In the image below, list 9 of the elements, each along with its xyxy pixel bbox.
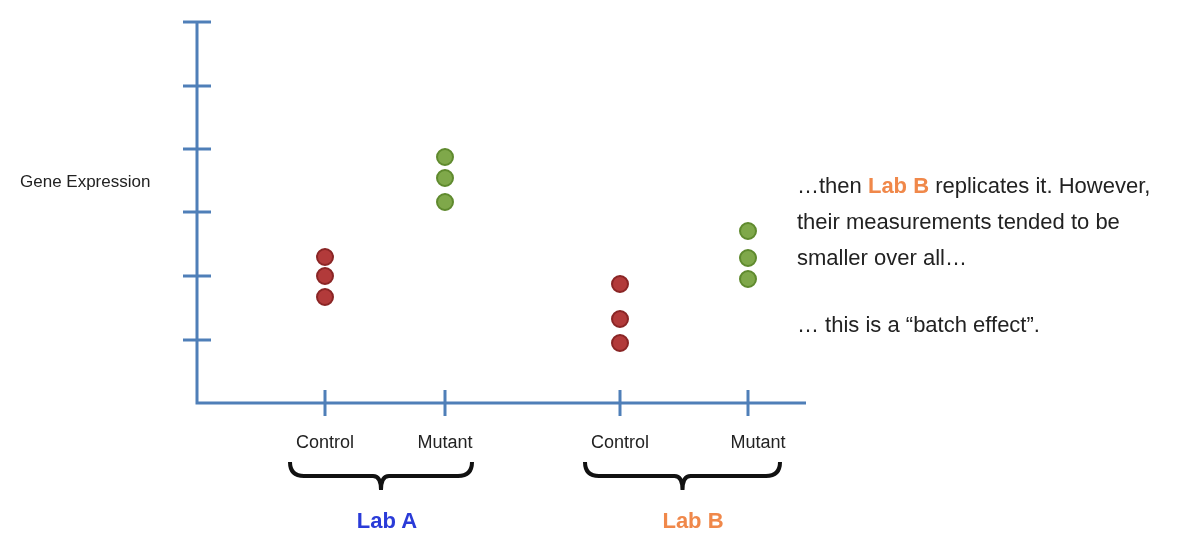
group-label: Lab B [662,508,724,534]
category-label: Mutant [730,432,786,453]
category-label: Control [296,432,354,453]
annotation-text: … this is a “batch effect”. [797,312,1040,338]
axis-title: Gene Expression [20,172,151,192]
group-label: Lab A [356,508,418,534]
category-label: Control [591,432,649,453]
annotation-text: …then Lab B replicates it. However, their measurements tended to be smaller over all… [797,172,1152,272]
category-label: Mutant [417,432,473,453]
